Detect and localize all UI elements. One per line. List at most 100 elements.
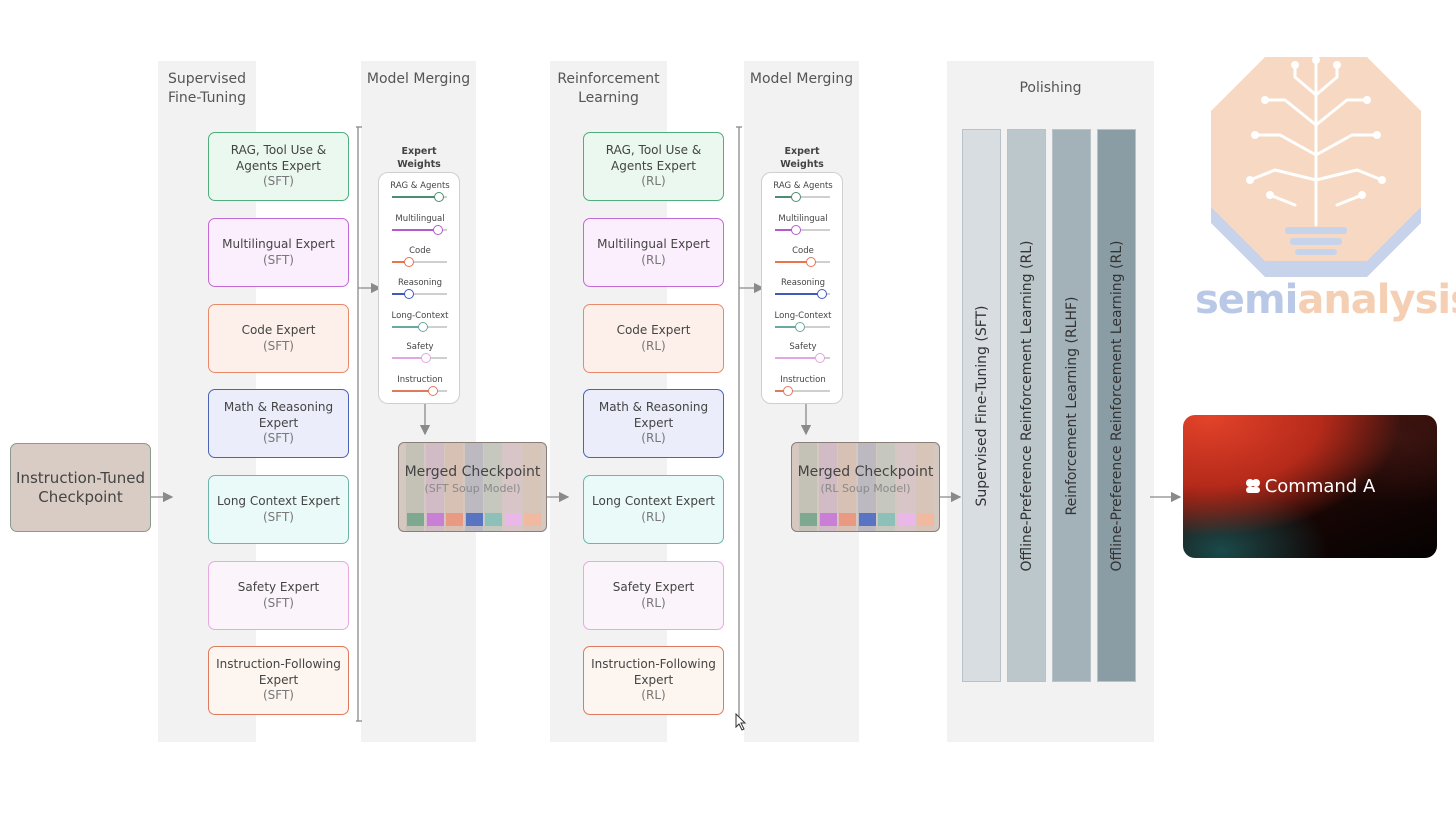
expert-name: RAG, Tool Use & Agents Expert	[230, 143, 327, 173]
weight-slider[interactable]	[392, 353, 447, 363]
slider-knob[interactable]	[805, 257, 816, 267]
expert-box: Multilingual Expert(RL)	[583, 218, 724, 287]
semianalysis-wordmark: semianalysis	[1195, 277, 1456, 323]
slider-knob[interactable]	[403, 289, 414, 299]
polishing-step-label: Reinforcement Learning (RLHF)	[1063, 295, 1080, 516]
expert-box: Safety Expert(RL)	[583, 561, 724, 630]
weight-slider[interactable]	[775, 289, 830, 299]
slider-label: Reasoning	[397, 278, 443, 288]
slider-fill	[775, 261, 811, 263]
expert-box: Long Context Expert(SFT)	[208, 475, 349, 544]
weight-slider[interactable]	[392, 257, 447, 267]
slider-fill	[775, 357, 820, 359]
weight-slider[interactable]	[392, 289, 447, 299]
slider-knob[interactable]	[432, 225, 443, 235]
command-a-label: Command A	[1183, 476, 1437, 497]
mouse-cursor-icon	[735, 713, 747, 731]
expert-tag: (RL)	[641, 509, 666, 524]
expert-tag: (RL)	[641, 338, 666, 353]
slider-fill	[775, 196, 796, 198]
merged-checkpoint-title: Merged Checkpoint	[404, 464, 541, 480]
expert-name: Safety Expert	[237, 580, 320, 594]
slider-fill	[775, 390, 788, 392]
expert-box: Code Expert(SFT)	[208, 304, 349, 373]
weight-slider[interactable]	[775, 257, 830, 267]
expert-name: Math & Reasoning Expert	[598, 400, 709, 430]
expert-tag: (SFT)	[262, 252, 294, 267]
merged-stripe	[523, 443, 541, 531]
expert-weights-title-rl: Expert Weights	[780, 146, 824, 170]
slider-fill	[392, 196, 439, 198]
weight-slider[interactable]	[392, 225, 447, 235]
slider-label: Instruction	[397, 375, 443, 385]
expert-color-swatch	[504, 513, 522, 526]
expert-box: Math & Reasoning Expert(SFT)	[208, 389, 349, 458]
slider-knob[interactable]	[795, 322, 806, 332]
merged-checkpoint-title: Merged Checkpoint	[797, 464, 934, 480]
semianalysis-logo: semianalysis	[1195, 55, 1456, 325]
expert-box: Math & Reasoning Expert(RL)	[583, 389, 724, 458]
expert-color-swatch	[524, 513, 541, 526]
merged-stripe	[896, 443, 915, 531]
expert-color-swatch	[800, 513, 817, 526]
command-a-text: Command A	[1264, 476, 1376, 497]
slider-label: Multilingual	[395, 214, 445, 224]
expert-weights-title-sft: Expert Weights	[397, 146, 441, 170]
merged-checkpoint-subtitle: (SFT Soup Model)	[424, 482, 521, 495]
slider-knob[interactable]	[790, 192, 801, 202]
slider-knob[interactable]	[790, 225, 801, 235]
polishing-step: Offline-Preference Reinforcement Learnin…	[1097, 129, 1136, 682]
slider-knob[interactable]	[428, 386, 439, 396]
slider-fill	[392, 229, 438, 231]
weight-slider[interactable]	[775, 353, 830, 363]
merged-stripe	[406, 443, 424, 531]
slider-fill	[775, 293, 822, 295]
expert-box: Instruction-Following Expert(RL)	[583, 646, 724, 715]
slider-knob[interactable]	[433, 192, 444, 202]
expert-name: Math & Reasoning Expert	[223, 400, 334, 430]
merge1-stage-label: Model Merging	[366, 71, 471, 87]
merged-checkpoint-rl: Merged Checkpoint (RL Soup Model)	[791, 442, 940, 532]
checkpoint-label: Instruction-Tuned Checkpoint	[16, 468, 145, 506]
slider-knob[interactable]	[403, 257, 414, 267]
weight-slider[interactable]	[775, 225, 830, 235]
slider-knob[interactable]	[782, 386, 793, 396]
weight-slider[interactable]	[775, 386, 830, 396]
slider-label: Long-Context	[774, 311, 832, 321]
polishing-step: Offline-Preference Reinforcement Learnin…	[1007, 129, 1046, 682]
weight-slider[interactable]	[775, 192, 830, 202]
slider-label: Multilingual	[778, 214, 828, 224]
expert-tag: (SFT)	[262, 509, 294, 524]
polishing-step: Supervised Fine-Tuning (SFT)	[962, 129, 1001, 682]
slider-knob[interactable]	[418, 322, 429, 332]
expert-tag: (SFT)	[262, 595, 294, 610]
merged-stripe	[818, 443, 837, 531]
weight-slider[interactable]	[392, 192, 447, 202]
slider-fill	[392, 357, 427, 359]
expert-name: Multilingual Expert	[222, 237, 335, 251]
polishing-step-label: Supervised Fine-Tuning (SFT)	[973, 304, 990, 507]
weight-slider[interactable]	[392, 322, 447, 332]
merge2-stage-label: Model Merging	[749, 71, 854, 87]
expert-color-swatch	[819, 513, 837, 526]
weight-slider[interactable]	[392, 386, 447, 396]
expert-tag: (RL)	[641, 688, 666, 703]
command-a-card: Command A	[1183, 415, 1437, 558]
merged-stripe	[916, 443, 934, 531]
command-a-logo-icon	[1245, 478, 1261, 494]
slider-knob[interactable]	[814, 353, 825, 363]
expert-tag: (RL)	[641, 174, 666, 189]
slider-fill	[392, 261, 409, 263]
polishing-step-label: Offline-Preference Reinforcement Learnin…	[1018, 240, 1035, 571]
merged-stripe	[484, 443, 502, 531]
slider-label: Long-Context	[391, 311, 449, 321]
slider-knob[interactable]	[421, 353, 432, 363]
weight-slider[interactable]	[775, 322, 830, 332]
slider-label: Code	[792, 246, 814, 256]
expert-box: Instruction-Following Expert(SFT)	[208, 646, 349, 715]
expert-tag: (RL)	[641, 595, 666, 610]
slider-knob[interactable]	[816, 289, 827, 299]
expert-color-swatch	[485, 513, 502, 526]
